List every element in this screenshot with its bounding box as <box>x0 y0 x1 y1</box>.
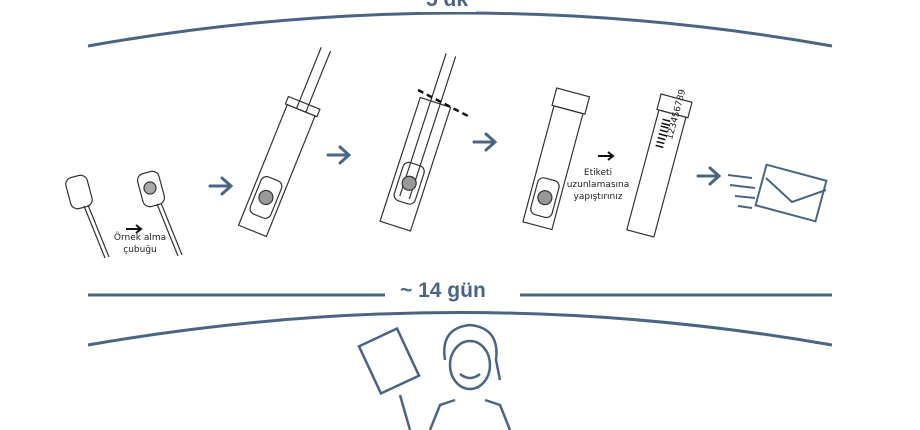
tube-break-icon <box>379 53 457 232</box>
duration-top-label: 5 dk <box>418 0 477 12</box>
duration-middle-label: ~ 14 gün <box>392 279 494 303</box>
used-swab-icon <box>136 170 183 257</box>
envelope-icon <box>727 163 828 223</box>
swab-label-line-1: Örnek alma <box>113 233 167 243</box>
label-instruction: Etiketi uzunlamasına yapıştırınız <box>560 167 636 203</box>
arrow-small-1 <box>126 224 143 234</box>
tube-with-swab-icon <box>237 47 332 238</box>
label-instruction-line-2: uzunlamasına <box>566 180 630 190</box>
labeled-tube-icon <box>626 93 693 238</box>
label-instruction-line-1: Etiketi <box>583 168 613 178</box>
arrow-small-2 <box>598 151 615 161</box>
capped-tube-icon <box>522 87 591 231</box>
label-instruction-line-3: yapıştırınız <box>573 192 623 202</box>
top-arc <box>87 11 833 48</box>
doctor-icon <box>357 323 512 430</box>
swab-label-line-2: çubuğu <box>123 245 157 255</box>
arrow-icon <box>208 132 722 196</box>
swab-label: Örnek alma çubuğu <box>100 232 180 256</box>
swab-icon <box>65 174 110 259</box>
bottom-arc <box>87 311 833 347</box>
